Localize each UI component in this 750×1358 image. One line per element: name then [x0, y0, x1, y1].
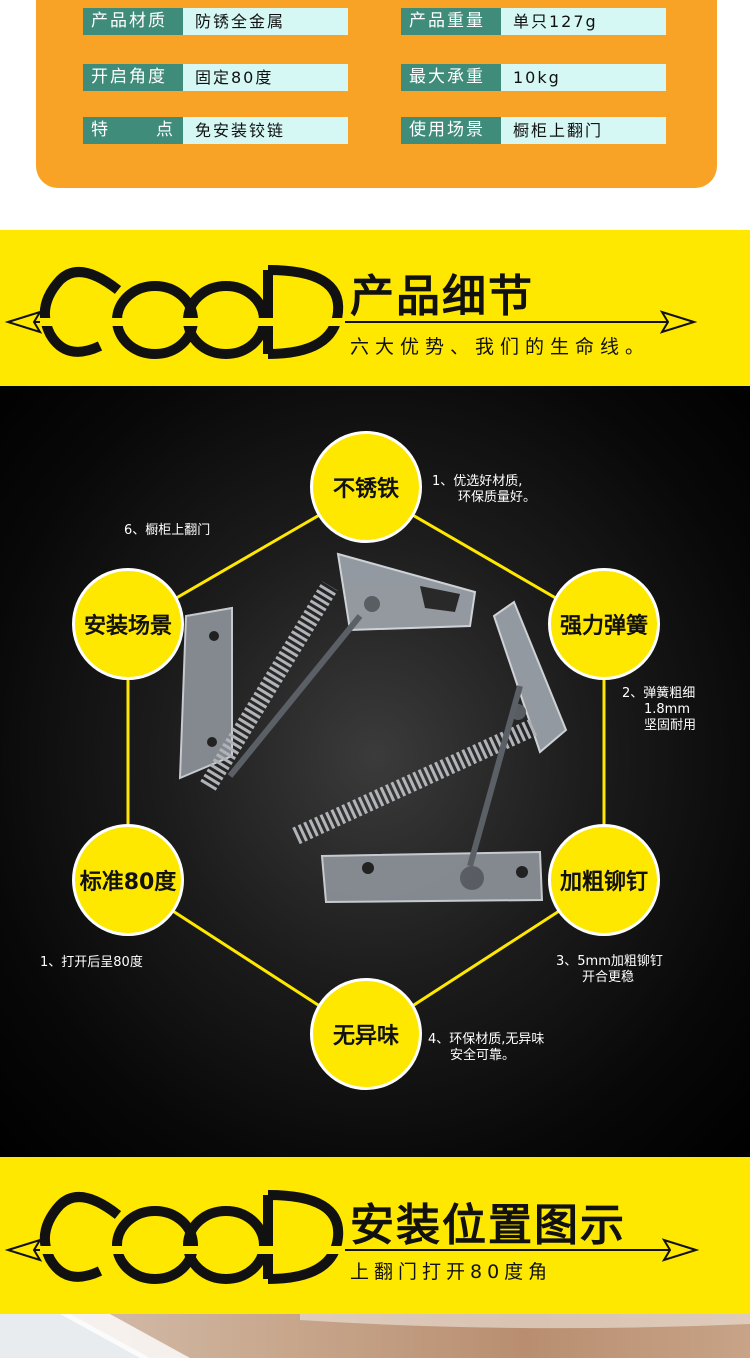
product-detail-section: 不锈铁 强力弹簧 加粗铆钉 无异味 标准80度 安装场景 1、优选好材质, 环保… [0, 386, 750, 1157]
spec-card: 产品材质 防锈全金属 产品重量 单只127g 开启角度 固定80度 最大承重 1… [36, 0, 717, 188]
spec-label: 特 点 [83, 117, 183, 144]
spec-value: 固定80度 [183, 64, 348, 91]
good-logo-graphic [39, 265, 344, 359]
feature-stainless-iron: 不锈铁 [310, 431, 422, 543]
spec-value: 10kg [501, 64, 666, 91]
spec-label-part: 特 [91, 120, 110, 140]
note-line: 1、优选好材质, [432, 474, 523, 489]
installation-photo [0, 1314, 750, 1358]
good-logo-decoration [4, 1190, 700, 1284]
spec-label: 使用场景 [401, 117, 501, 144]
note-line: 环保质量好。 [458, 490, 537, 505]
feature-odorless: 无异味 [310, 978, 422, 1090]
feature-note-angle: 1、打开后呈80度 [40, 955, 143, 971]
good-logo-graphic [39, 1190, 344, 1284]
feature-install-scene: 安装场景 [72, 568, 184, 680]
spec-label-part: 点 [156, 120, 175, 140]
spec-weight: 产品重量 单只127g [401, 8, 666, 35]
note-line: 坚固耐用 [644, 718, 697, 733]
note-line: 4、环保材质,无异味 [428, 1032, 545, 1047]
note-line: 6、橱柜上翻门 [124, 523, 211, 538]
banner-subtitle: 上翻门打开80度角 [350, 1261, 553, 1283]
feature-thick-rivet: 加粗铆钉 [548, 824, 660, 936]
spec-label: 产品重量 [401, 8, 501, 35]
feature-note-odorless: 4、环保材质,无异味 安全可靠。 [428, 1032, 544, 1064]
banner-title: 安装位置图示 [350, 1200, 626, 1251]
feature-note-spring: 2、弹簧粗细 1.8mm 坚固耐用 [622, 686, 696, 734]
spec-scene: 使用场景 橱柜上翻门 [401, 117, 666, 144]
banner-subtitle: 六大优势、我们的生命线。 [350, 336, 651, 358]
note-line: 开合更稳 [582, 970, 635, 985]
spec-material: 产品材质 防锈全金属 [83, 8, 348, 35]
hinge-illustration [178, 552, 568, 904]
note-line: 2、弹簧粗细 [622, 686, 696, 701]
banner-title: 产品细节 [350, 271, 534, 322]
feature-standard-80-degree: 标准80度 [72, 824, 184, 936]
feature-strong-spring: 强力弹簧 [548, 568, 660, 680]
spec-value: 防锈全金属 [183, 8, 348, 35]
spec-value: 免安装铰链 [183, 117, 348, 144]
spec-feature: 特 点 免安装铰链 [83, 117, 348, 144]
feature-note-scene: 6、橱柜上翻门 [124, 523, 210, 539]
note-line: 3、5mm加粗铆钉 [556, 954, 663, 969]
feature-note-material: 1、优选好材质, 环保质量好。 [432, 474, 536, 506]
spec-value: 橱柜上翻门 [501, 117, 666, 144]
spec-label: 产品材质 [83, 8, 183, 35]
spec-label: 最大承重 [401, 64, 501, 91]
details-banner: 产品细节 六大优势、我们的生命线。 [0, 230, 750, 386]
feature-note-rivet: 3、5mm加粗铆钉 开合更稳 [556, 954, 663, 986]
good-logo-decoration [4, 265, 698, 359]
note-line: 安全可靠。 [450, 1048, 516, 1063]
spec-label: 开启角度 [83, 64, 183, 91]
note-line: 1.8mm [644, 702, 691, 717]
spec-value: 单只127g [501, 8, 666, 35]
spec-angle: 开启角度 固定80度 [83, 64, 348, 91]
photo-decoration [0, 1314, 750, 1358]
note-line: 1、打开后呈80度 [40, 955, 143, 970]
install-position-banner: 安装位置图示 上翻门打开80度角 [0, 1157, 750, 1314]
spec-max-load: 最大承重 10kg [401, 64, 666, 91]
